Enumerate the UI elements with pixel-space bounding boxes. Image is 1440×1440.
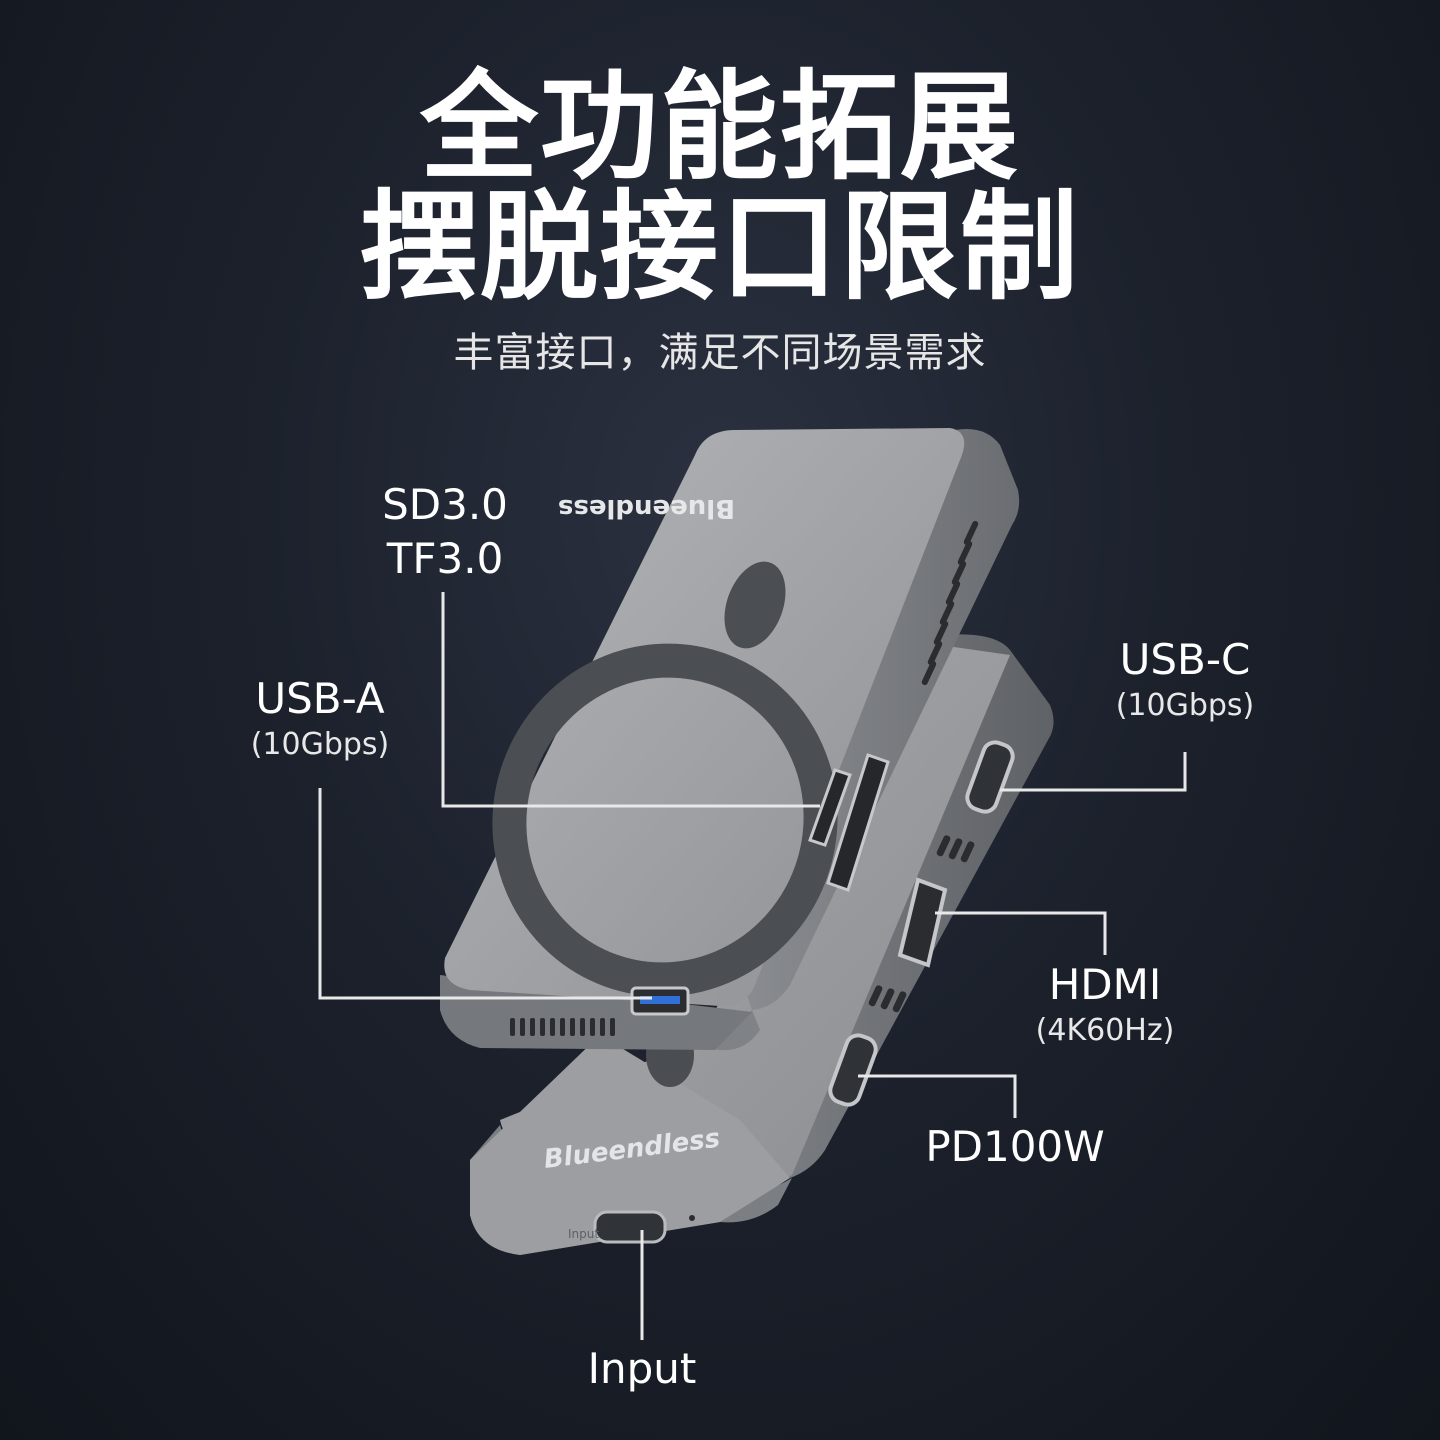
subtitle: 丰富接口，满足不同场景需求 <box>453 330 987 376</box>
usb-a-port-tongue <box>640 996 680 1004</box>
leader-pd <box>858 1074 1017 1118</box>
upper-magnet-pill <box>724 561 786 649</box>
vent-upper <box>936 835 975 863</box>
input-mark: Input <box>568 1227 599 1241</box>
status-led <box>689 1215 695 1221</box>
sd-slot <box>826 753 890 892</box>
label-pd: PD100W <box>900 1120 1130 1174</box>
magnet-ring <box>492 643 838 997</box>
label-hdmi-name: HDMI <box>1048 960 1162 1009</box>
label-tf: TF3.0 <box>386 534 504 583</box>
label-usb-c: USB-C (10Gbps) <box>1085 633 1285 725</box>
vent-lower <box>868 985 907 1013</box>
label-hdmi: HDMI (4K60Hz) <box>1005 958 1205 1050</box>
label-usb-c-spec: (10Gbps) <box>1115 688 1255 723</box>
label-input: Input <box>542 1342 742 1396</box>
usb-c-port <box>965 740 1015 814</box>
label-input-name: Input <box>587 1344 697 1393</box>
label-pd-name: PD100W <box>925 1122 1105 1171</box>
tf-slot <box>808 768 852 847</box>
leader-usb-a <box>318 788 652 1000</box>
upper-vents <box>921 520 979 686</box>
leader-hdmi <box>935 911 1107 955</box>
label-sd: SD3.0 <box>382 480 508 529</box>
bottom-vents <box>510 1018 615 1036</box>
label-hdmi-spec: (4K60Hz) <box>1035 1013 1175 1048</box>
headline-line-2: 摆脱接口限制 <box>359 178 1080 316</box>
lower-hub-bottom-face <box>470 1035 790 1255</box>
upper-hub: Blueendless <box>440 428 1020 1051</box>
label-usb-a-name: USB-A <box>255 674 385 723</box>
upper-logo: Blueendless <box>558 493 735 523</box>
label-sd-tf: SD3.0 TF3.0 <box>355 478 535 586</box>
upper-hub-face <box>444 428 965 1007</box>
leader-usb-c <box>1000 752 1187 792</box>
upper-hub-bottom-wall <box>440 975 752 1050</box>
input-port <box>593 1210 667 1244</box>
label-usb-c-name: USB-C <box>1119 635 1251 684</box>
leader-sd <box>441 592 820 808</box>
hdmi-port <box>897 877 948 968</box>
label-usb-a: USB-A (10Gbps) <box>220 672 420 764</box>
headline-line-1: 全功能拓展 <box>419 58 1020 196</box>
label-usb-a-spec: (10Gbps) <box>250 727 390 762</box>
